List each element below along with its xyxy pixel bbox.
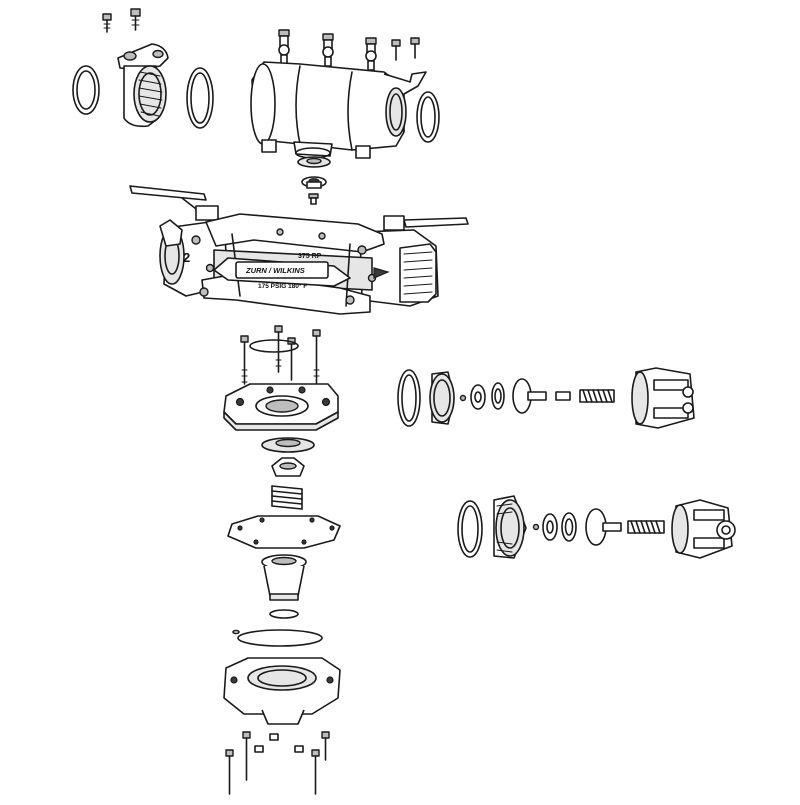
check-2-seat [493, 495, 527, 559]
relief-o-ring-large [237, 629, 323, 647]
relief-bolt-bottom-4 [321, 731, 330, 761]
check-1-o-ring [397, 369, 421, 427]
rating-label: 175 PSIG 180° F [258, 282, 307, 290]
o-ring-body-right [416, 91, 440, 143]
test-cock-3 [365, 37, 377, 71]
valve-main-body [159, 205, 439, 315]
check-2-spring [627, 520, 665, 534]
relief-diaphragm [227, 515, 341, 549]
check-1-spring [579, 389, 615, 403]
inlet-flange [117, 43, 169, 128]
relief-bolt-bottom-1 [225, 749, 234, 795]
relief-valve-cover [223, 383, 339, 431]
ball-valve-handle-right [403, 217, 469, 228]
small-screw-left-1 [102, 13, 112, 33]
check-2-poppet [585, 508, 622, 546]
test-cock-1 [278, 29, 290, 66]
relief-bolt-bottom-2 [242, 731, 251, 781]
o-ring-left-inner [186, 67, 214, 129]
check-1-cage [631, 367, 695, 429]
check-1-bushing [555, 391, 571, 401]
check-1-disc [470, 384, 486, 410]
o-ring-left-outer [72, 65, 100, 115]
ball-valve-handle-left [129, 185, 207, 213]
check-disc-small [301, 176, 327, 189]
check-1-poppet [512, 378, 547, 414]
relief-bolt-bottom-3 [311, 749, 320, 795]
valve-label-plate [235, 261, 329, 279]
model-label: 375 RP [298, 253, 322, 260]
check-2-o-ring [457, 500, 483, 558]
relief-nut-1 [254, 745, 264, 753]
relief-nut-3 [294, 745, 304, 753]
brand-label: ZURN / WILKINS [245, 266, 305, 275]
small-screw-left-2 [130, 8, 141, 31]
relief-disc-holder [271, 457, 305, 477]
check-seat-small [297, 156, 331, 168]
check-body-housing [250, 61, 427, 159]
check-number-label: 2 [183, 250, 190, 265]
relief-valve-body [223, 657, 341, 725]
check-2-disc [542, 513, 558, 541]
relief-bolt-left [240, 335, 249, 385]
relief-spring [271, 485, 303, 510]
relief-nut-2 [269, 733, 279, 741]
check-1-washer [491, 382, 505, 410]
relief-bolt-right [312, 329, 321, 385]
check-1-screw [459, 394, 467, 402]
small-screw-right-2 [410, 37, 420, 59]
check-1-seat [429, 371, 455, 425]
relief-seat-disc [261, 437, 315, 453]
relief-gasket-top [249, 339, 299, 353]
relief-piston [261, 554, 307, 601]
check-2-cage [671, 499, 736, 559]
relief-bolt-mid [274, 325, 283, 373]
relief-o-ring-small [269, 609, 299, 619]
check-2-screw [532, 523, 540, 531]
check-screw-small [308, 193, 319, 205]
small-screw-right-1 [391, 39, 401, 61]
test-cock-2 [322, 33, 334, 67]
relief-bolt-center [287, 337, 296, 381]
check-2-washer [561, 512, 577, 542]
